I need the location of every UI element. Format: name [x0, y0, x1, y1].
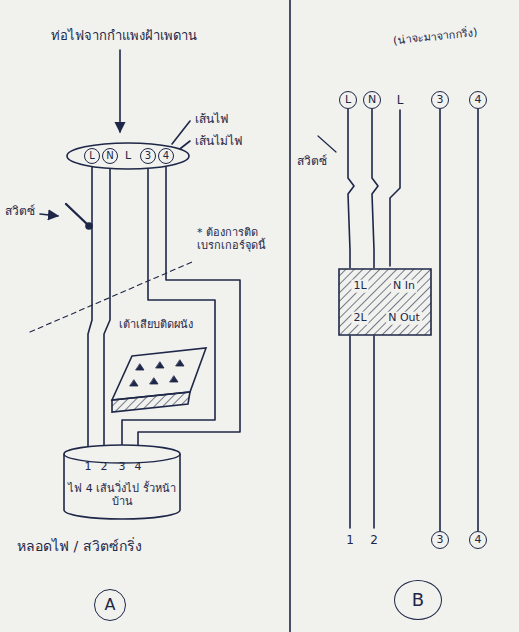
terminal: 4 [469, 91, 487, 109]
panel-mark: A [94, 589, 126, 621]
terminal: N [102, 148, 118, 164]
note-label: ท่อไฟจากกำแพงฝ้าเพดาน [50, 28, 198, 44]
wire [138, 164, 240, 445]
node-text: N In [391, 280, 417, 293]
wall-socket [112, 348, 206, 412]
leader-line [172, 121, 190, 144]
note-label: เส้นไม่ไฟ [194, 134, 243, 148]
panel-mark: B [394, 580, 442, 620]
node-text: L [89, 150, 95, 162]
node-text: 3 [145, 150, 151, 162]
strike-mark [318, 136, 336, 152]
cable-bundle-shape [64, 445, 180, 519]
wire [373, 336, 375, 528]
node-text: ไฟ 4 เส้นวิ่งไป รั้วหน้าบ้าน [66, 483, 178, 508]
wire [372, 109, 378, 268]
terminal: 3 [431, 531, 449, 549]
terminal: 4 [469, 531, 487, 549]
node-text: A [105, 596, 116, 614]
wire [349, 336, 351, 528]
node-text: 1 [85, 461, 92, 474]
breaker-box: 1L N In 2L N Out [338, 268, 432, 336]
note-label: เต้าเสียบติดผนัง [118, 318, 194, 331]
terminal-block: L LN 34 [66, 142, 190, 170]
breaker-box-outline [338, 268, 432, 336]
terminal: L [339, 91, 357, 109]
terminal-block-shape [67, 143, 189, 169]
note-label: สวิตซ์ [296, 154, 328, 168]
node-text: 3 [119, 461, 126, 474]
note-label: หลอดไฟ / สวิตซ์กริ่ง [16, 538, 143, 555]
node-text: L [345, 94, 351, 107]
wire [88, 164, 92, 447]
wire [390, 110, 400, 266]
wire [348, 109, 354, 268]
breaker-box-shape [339, 269, 431, 335]
terminal-label: 1 [345, 533, 355, 547]
node-text: L [125, 150, 131, 163]
node-text: 4 [135, 461, 142, 474]
terminal: N [363, 91, 381, 109]
wire [104, 164, 110, 445]
note-label: * ต้องการติด เบรกเกอร์จุดนี้ [196, 226, 286, 252]
node-text: 4 [163, 150, 169, 162]
node-text: N [368, 94, 376, 107]
switch-symbol [66, 204, 92, 229]
node-text: 4 [475, 534, 482, 547]
node-text: 2L [351, 312, 368, 325]
terminal-label: 2 [369, 533, 379, 547]
down-arrow [119, 50, 121, 132]
node-text: 2 [101, 461, 108, 474]
note-label: สวิตซ์ [4, 204, 36, 218]
node-text: 4 [475, 94, 482, 107]
node-text: 1L [351, 280, 368, 293]
node-text: N [106, 150, 113, 162]
terminal-label: L [396, 93, 405, 107]
terminal: 3 [431, 91, 449, 109]
node-text: N Out [386, 312, 422, 325]
cable-bundle-outline [62, 445, 182, 519]
terminal: 3 [140, 148, 156, 164]
terminal: 4 [158, 148, 174, 164]
wire [439, 109, 441, 531]
terminal: L [84, 148, 100, 164]
panel-divider [289, 0, 291, 632]
node-text: B [412, 590, 424, 611]
note-label: เส้นไฟ [194, 112, 229, 126]
leader-arrow [40, 214, 58, 216]
wire [477, 109, 479, 531]
node-text: 3 [437, 534, 444, 547]
wire [122, 164, 215, 445]
cable-bundle: 1234 ไฟ 4 เส้นวิ่งไป รั้วหน้าบ้าน [62, 445, 182, 519]
note-label: (น่าจะมาจากกริ่ง) [392, 26, 479, 48]
node-text: 3 [437, 94, 444, 107]
